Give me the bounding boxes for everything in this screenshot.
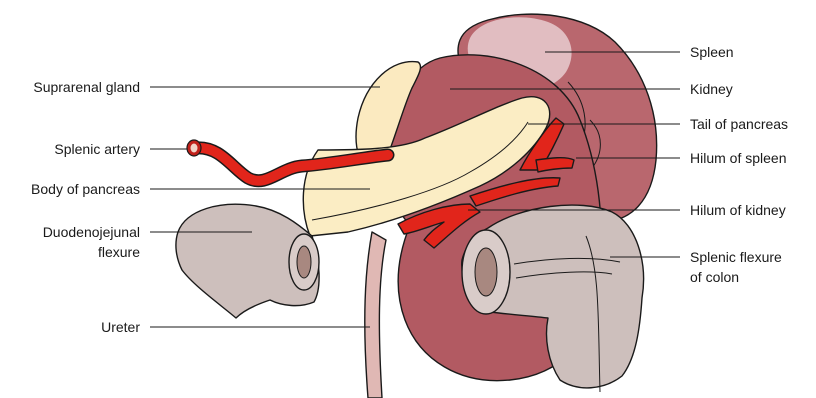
label-splenic-flexure-line1: Splenic flexure (690, 249, 782, 265)
left-labels: Suprarenal gland Splenic artery Body of … (31, 79, 140, 335)
label-duodenojejunal-line2: flexure (98, 244, 140, 260)
label-suprarenal-gland: Suprarenal gland (33, 79, 140, 95)
right-labels: Spleen Kidney Tail of pancreas Hilum of … (690, 44, 788, 285)
duodenojejunal-flexure (176, 204, 319, 318)
label-ureter: Ureter (101, 319, 140, 335)
label-splenic-flexure-line2: of colon (690, 269, 739, 285)
label-spleen: Spleen (690, 44, 734, 60)
splenic-artery-lumen (191, 144, 198, 153)
ureter (365, 232, 386, 398)
label-tail-of-pancreas: Tail of pancreas (690, 116, 788, 132)
colon-lumen (475, 248, 497, 296)
label-hilum-of-kidney: Hilum of kidney (690, 202, 786, 218)
label-body-of-pancreas: Body of pancreas (31, 181, 140, 197)
label-hilum-of-spleen: Hilum of spleen (690, 150, 787, 166)
label-kidney: Kidney (690, 81, 733, 97)
label-duodenojejunal-line1: Duodenojejunal (43, 224, 140, 240)
label-splenic-artery: Splenic artery (54, 141, 140, 157)
duodenojejunal-lumen (297, 246, 311, 278)
